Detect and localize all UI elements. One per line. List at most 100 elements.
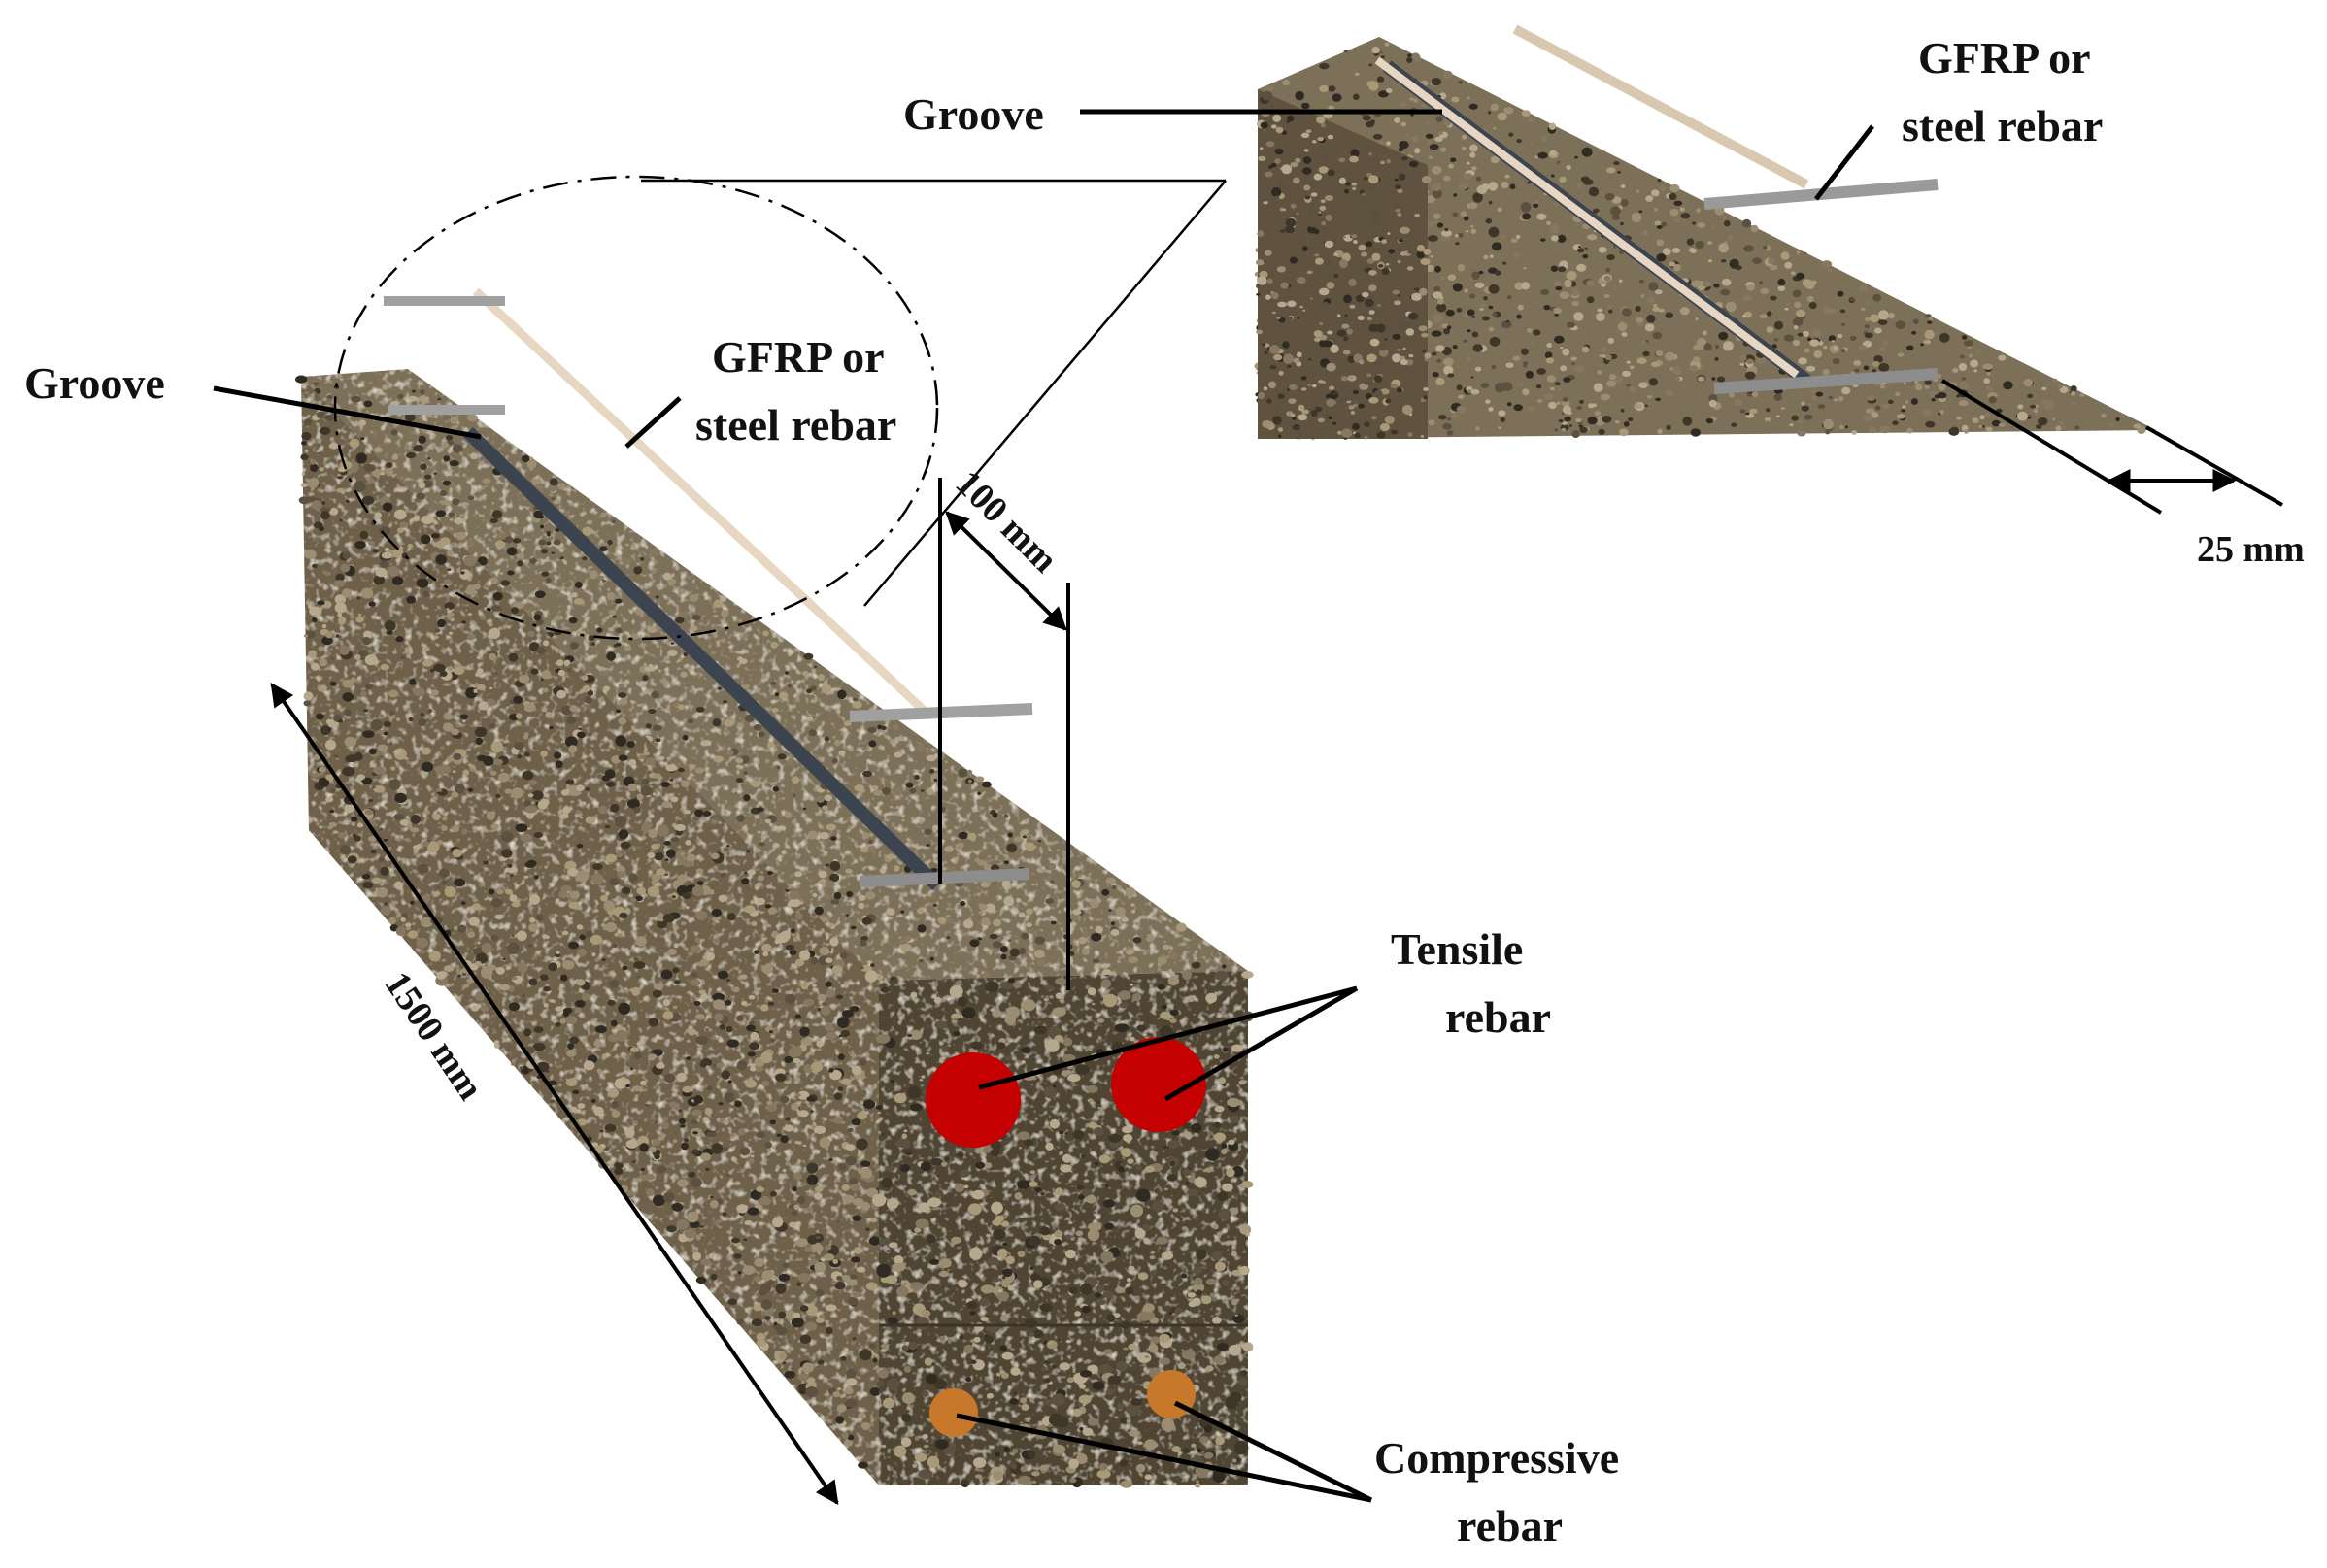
gravel-speck: [1498, 426, 1501, 430]
gravel-speck: [1379, 50, 1383, 54]
gravel-speck: [615, 598, 623, 604]
gravel-speck: [840, 1318, 848, 1322]
gravel-speck: [444, 886, 456, 898]
gravel-speck: [1489, 336, 1501, 347]
gravel-speck: [1157, 956, 1167, 965]
gravel-speck: [1731, 422, 1737, 427]
gravel-speck: [1837, 333, 1843, 339]
gravel-speck: [1527, 181, 1531, 184]
gravel-speck: [1645, 195, 1654, 202]
gravel-speck: [1130, 983, 1134, 986]
gravel-speck: [1488, 407, 1494, 412]
gravel-speck: [444, 602, 455, 610]
gravel-speck: [624, 989, 630, 992]
gravel-speck: [576, 784, 585, 792]
gravel-speck: [978, 904, 988, 911]
gravel-speck: [1344, 314, 1348, 317]
gravel-speck: [1317, 417, 1325, 423]
gravel-speck: [373, 785, 386, 793]
gravel-speck: [601, 775, 611, 782]
gravel-speck: [989, 933, 998, 940]
gravel-speck: [418, 435, 426, 444]
gravel-speck: [1546, 343, 1552, 348]
gravel-speck: [333, 384, 340, 389]
gravel-speck: [772, 776, 778, 781]
gravel-speck: [751, 1318, 763, 1327]
gravel-speck: [750, 1031, 759, 1041]
gravel-speck: [1457, 264, 1466, 272]
gravel-speck: [886, 815, 892, 820]
gravel-speck: [814, 665, 818, 669]
gravel-speck: [1366, 258, 1375, 264]
gravel-speck: [832, 1258, 839, 1264]
gravel-speck: [1072, 909, 1082, 916]
gravel-speck: [1268, 165, 1272, 169]
gravel-speck: [372, 549, 380, 553]
gravel-speck: [1330, 344, 1339, 353]
gravel-speck: [805, 1304, 818, 1317]
gravel-speck: [560, 974, 568, 982]
gravel-speck: [847, 1350, 854, 1355]
gravel-speck: [438, 624, 442, 627]
gravel-speck: [1320, 199, 1326, 203]
gravel-speck: [322, 618, 329, 623]
gravel-speck: [1614, 420, 1620, 424]
gravel-speck: [691, 885, 704, 897]
gravel-speck: [1652, 307, 1660, 312]
gravel-speck: [1397, 348, 1401, 351]
gravel-speck: [1443, 328, 1450, 335]
gravel-speck: [538, 539, 547, 546]
gravel-speck: [448, 512, 455, 517]
gravel-speck: [1937, 374, 1942, 379]
gravel-speck: [560, 789, 569, 796]
gravel-speck: [1032, 1329, 1044, 1339]
gravel-speck: [1339, 399, 1347, 404]
gravel-speck: [312, 770, 316, 774]
gravel-speck: [661, 801, 673, 809]
gravel-speck: [672, 703, 678, 707]
gravel-speck: [1117, 1402, 1125, 1410]
gravel-speck: [1092, 1002, 1096, 1006]
gravel-speck: [678, 611, 689, 618]
gravel-speck: [617, 871, 625, 878]
gravel-speck: [914, 774, 920, 781]
gravel-speck: [364, 809, 374, 816]
gravel-speck: [694, 910, 708, 920]
gravel-speck: [1397, 387, 1402, 393]
gravel-speck: [1374, 389, 1383, 397]
gravel-speck: [1001, 880, 1011, 889]
gravel-speck: [571, 592, 578, 598]
gravel-speck: [916, 743, 926, 752]
gravel-speck: [374, 447, 383, 453]
gravel-speck: [1046, 1208, 1050, 1212]
gravel-speck: [798, 1273, 811, 1283]
gravel-speck: [838, 1163, 847, 1171]
gravel-speck: [1540, 238, 1546, 242]
gravel-speck: [1371, 47, 1380, 54]
gravel-speck: [494, 914, 504, 919]
gravel-speck: [298, 496, 310, 505]
gravel-speck: [1924, 329, 1935, 340]
gravel-speck: [1471, 166, 1477, 171]
gravel-speck: [727, 641, 732, 645]
gravel-speck: [658, 1135, 665, 1141]
gravel-speck: [499, 984, 511, 991]
gravel-speck: [1410, 52, 1421, 62]
gravel-speck: [1276, 317, 1281, 319]
gravel-speck: [1982, 363, 1994, 370]
gravel-speck: [1327, 190, 1331, 194]
gravel-speck: [974, 1147, 984, 1154]
gravel-speck: [550, 478, 558, 486]
gravel-speck: [1431, 78, 1442, 86]
gravel-speck: [1460, 211, 1467, 217]
gravel-speck: [958, 1280, 968, 1288]
gravel-speck: [1183, 1131, 1192, 1138]
gravel-speck: [853, 1247, 863, 1254]
gravel-speck: [628, 758, 637, 767]
gravel-speck: [1448, 163, 1454, 169]
gravel-speck: [1193, 1013, 1197, 1016]
gravel-speck: [654, 1120, 658, 1124]
gravel-speck: [1769, 264, 1778, 271]
gravel-speck: [1222, 1084, 1226, 1087]
